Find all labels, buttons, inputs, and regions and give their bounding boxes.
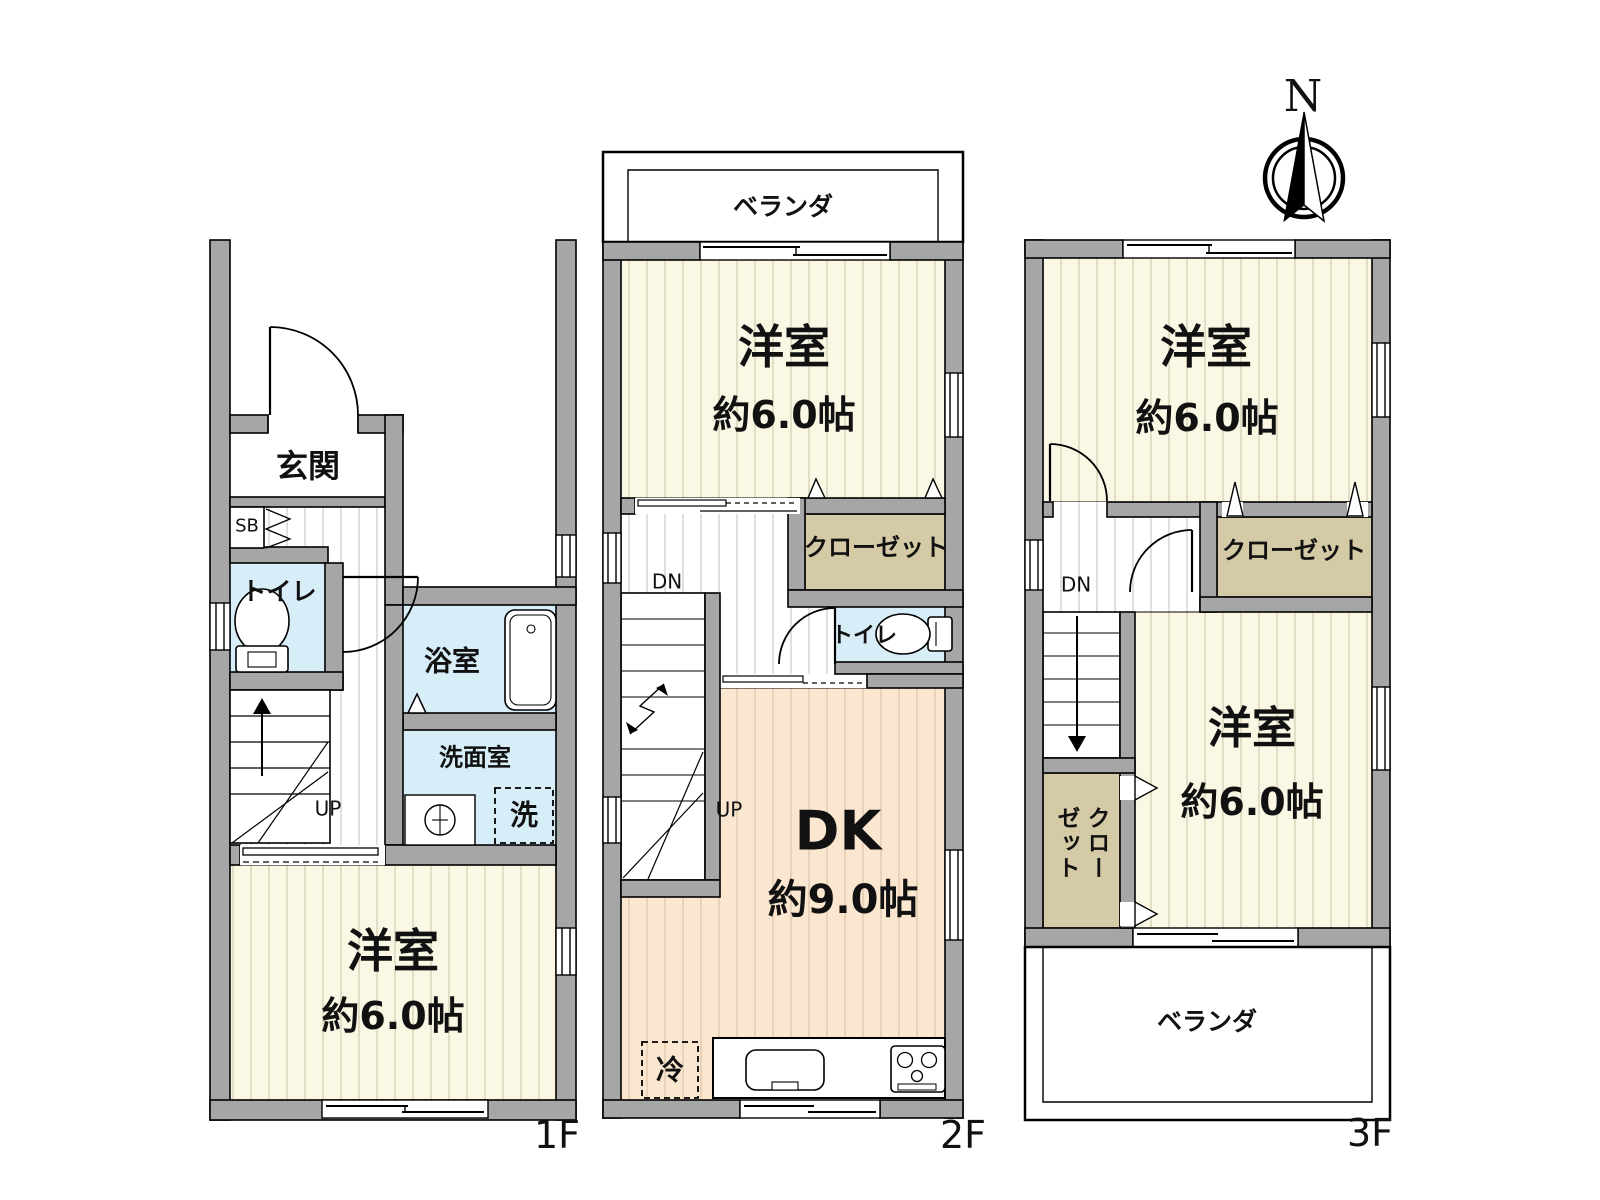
- washer-box: [494, 787, 554, 844]
- closet-north-label: クローゼット: [1222, 536, 1366, 565]
- stairs-down-label-3f: DN: [1060, 572, 1092, 597]
- stair-break-icon: [626, 683, 668, 735]
- washer-label: 洗: [509, 798, 539, 832]
- stairs-3f: [1042, 611, 1121, 759]
- shoebox-door-icon: [264, 508, 292, 549]
- floor-3f-structure: [1023, 239, 1392, 1122]
- toilet-icon-1f: [234, 588, 290, 673]
- washroom-label: 洗面室: [439, 743, 511, 772]
- closet-door-marker-2f-left: [806, 477, 827, 499]
- closet-label-2f: クローゼット: [804, 533, 948, 562]
- closet-west-marker-top: [1134, 774, 1159, 802]
- veranda-2f: [601, 150, 965, 244]
- closet-door-marker-3f-right: [1346, 481, 1364, 517]
- bedroom-south-room: [1134, 611, 1373, 929]
- toilet-label-2f: トイレ: [830, 623, 898, 649]
- closet-west-label: クローゼット: [1053, 806, 1109, 881]
- veranda-3f: [1023, 945, 1392, 1122]
- kitchen-counter: [712, 1037, 946, 1099]
- bedroom-north-size: 約6.0帖: [1135, 396, 1279, 441]
- shoe-box: [229, 506, 265, 549]
- up-arrow-icon: [253, 698, 271, 714]
- floor-1f-structure: [209, 239, 577, 1121]
- windows-1f: [209, 534, 577, 1119]
- veranda-label-3f: ベランダ: [1156, 1006, 1258, 1036]
- dk-name: DK: [794, 799, 882, 863]
- sliding-door-dk: [720, 674, 867, 688]
- stairs-2f: [620, 592, 706, 881]
- bedroom-room-2f: [620, 259, 946, 499]
- stove-icon: [890, 1045, 946, 1093]
- floor-label-2f: 2F: [939, 1113, 987, 1158]
- veranda-label-2f: ベランダ: [732, 191, 834, 221]
- bedroom-south-size: 約6.0帖: [1180, 780, 1324, 825]
- toilet-label-1f: トイレ: [241, 576, 317, 606]
- bedroom-south-door-icon: [1129, 529, 1194, 593]
- bathtub-icon: [504, 609, 557, 711]
- dk-size: 約9.0帖: [767, 877, 919, 923]
- bedroom-south-name: 洋室: [1208, 702, 1296, 754]
- bedroom-size-1f: 約6.0帖: [321, 994, 465, 1039]
- kitchen-sink-icon: [745, 1049, 825, 1091]
- bedroom-name-1f: 洋室: [347, 923, 439, 978]
- stairs-up-label-1f: UP: [314, 796, 342, 821]
- refrigerator-label: 冷: [655, 1053, 685, 1087]
- bedroom-name-2f: 洋室: [738, 319, 830, 374]
- compass-icon: [1262, 111, 1346, 223]
- entrance-label: 玄関: [275, 447, 341, 486]
- closet-west-room: [1042, 772, 1121, 929]
- closet-door-marker-2f-right: [923, 477, 944, 499]
- entrance-room: [230, 433, 385, 507]
- toilet-door-icon-2f: [778, 607, 837, 665]
- closet-west-marker-bottom: [1134, 900, 1159, 928]
- floor-2f-structure: [601, 150, 965, 1119]
- windows-2f: [602, 241, 964, 1119]
- closet-west-door-gap-bottom: [1120, 902, 1135, 926]
- sliding-door-2f-bedroom: [635, 498, 800, 514]
- closet-door-marker-3f-left: [1226, 481, 1244, 517]
- walls-2f: [602, 241, 964, 1119]
- compass-north-label: N: [1283, 70, 1323, 122]
- closet-north-room: [1216, 516, 1373, 598]
- hall-door-icon-1f: [342, 575, 419, 653]
- sink-icon: [404, 794, 476, 846]
- hallway-3f: [1043, 502, 1200, 612]
- bedroom-room-1f: [229, 864, 557, 1101]
- bedroom-size-2f: 約6.0帖: [712, 393, 856, 438]
- bedroom-north-room: [1042, 257, 1373, 503]
- closet-west-door-gap-top: [1120, 776, 1135, 800]
- stairs-up-label-2f: UP: [715, 797, 743, 822]
- windows-3f: [1024, 239, 1391, 948]
- floor-label-3f: 3F: [1346, 1111, 1394, 1156]
- stairs-1f: [229, 689, 331, 844]
- shoe-box-label: SB: [235, 515, 259, 537]
- bathroom-label: 浴室: [423, 644, 481, 678]
- refrigerator-box: [641, 1041, 699, 1099]
- toilet-icon-2f: [875, 613, 953, 655]
- bath-door-icon: [406, 692, 428, 714]
- bedroom-north-name: 洋室: [1160, 319, 1252, 374]
- floor-label-1f: 1F: [533, 1113, 581, 1158]
- sliding-door-1f: [240, 845, 385, 865]
- bedroom-north-door-icon: [1048, 443, 1108, 502]
- down-arrow-icon: [1068, 736, 1086, 752]
- entrance-door-icon: [267, 326, 359, 433]
- stairs-down-label-2f: DN: [651, 569, 683, 594]
